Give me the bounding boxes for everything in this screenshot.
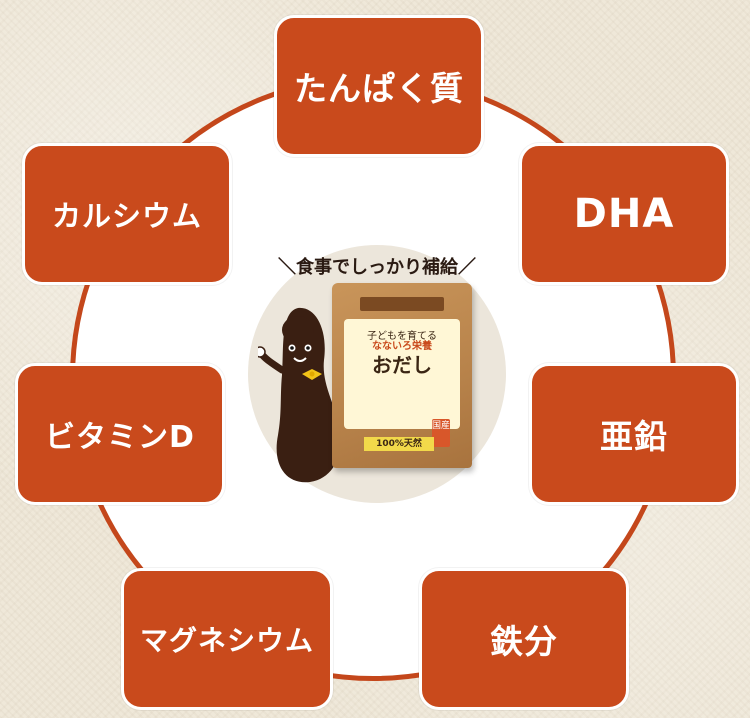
mascot-illustration: [258, 307, 341, 483]
nutrient-label: 亜鉛: [600, 417, 668, 456]
package-header: [360, 297, 444, 311]
package-label: 子どもを育てる なないろ栄養 おだし 国産 100%天然: [344, 319, 460, 451]
package-origin-tag: 国産: [432, 419, 450, 447]
nutrient-box-zinc: 亜鉛: [529, 363, 739, 505]
nutrient-box-protein: たんぱく質: [274, 15, 484, 157]
nutrient-label: たんぱく質: [294, 69, 464, 108]
nutrient-label: 鉄分: [490, 622, 558, 661]
package-title: おだし: [372, 353, 432, 377]
package-band: 100%天然: [364, 437, 434, 451]
nutrient-box-magnesium: マグネシウム: [121, 568, 333, 710]
nutrient-label: ビタミンD: [45, 420, 195, 455]
package-subtitle: 子どもを育てる: [367, 331, 437, 342]
nutrient-box-dha: DHA: [519, 143, 729, 285]
nutrient-box-iron: 鉄分: [419, 568, 629, 710]
nutrient-box-calcium: カルシウム: [22, 143, 232, 285]
nutrient-label: カルシウム: [51, 199, 202, 233]
nutrient-box-vitamin-d: ビタミンD: [15, 363, 225, 505]
center-headline: ＼食事でしっかり補給／: [278, 257, 476, 278]
package-brand: なないろ栄養: [372, 341, 432, 352]
nutrient-label: マグネシウム: [139, 624, 314, 657]
product-package: 子どもを育てる なないろ栄養 おだし 国産 100%天然: [332, 283, 472, 468]
nutrient-label: DHA: [573, 191, 675, 237]
